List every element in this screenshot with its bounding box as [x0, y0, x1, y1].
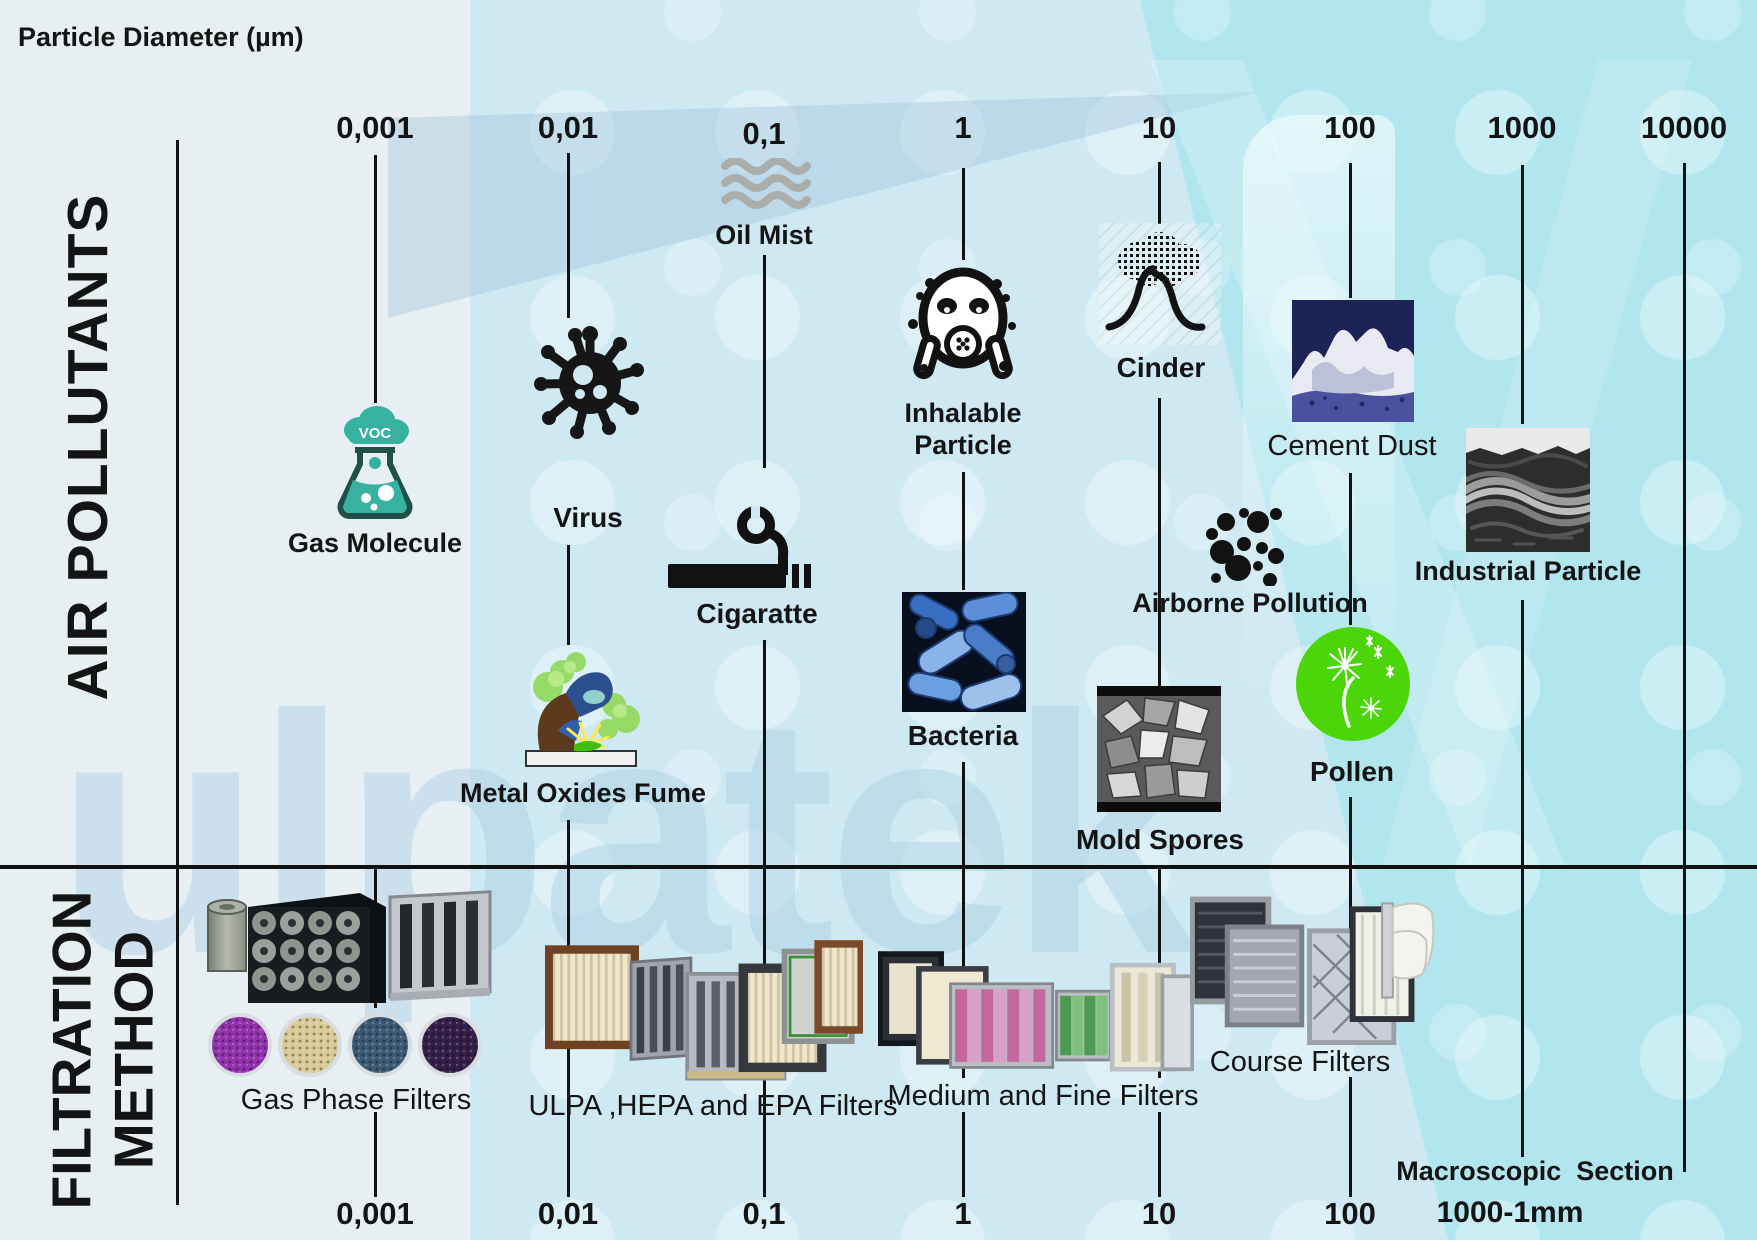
tick-line-10	[1158, 1112, 1161, 1197]
oil-mist-icon	[721, 158, 811, 209]
tick-line-1000	[1521, 165, 1524, 424]
label-gas-phase-filters: Gas Phase Filters	[240, 1084, 472, 1116]
tick-line-10	[1158, 162, 1161, 224]
tick-line-100	[1349, 163, 1352, 298]
course-filters-image	[1190, 896, 1435, 1046]
label-course-filters: Course Filters	[1209, 1046, 1391, 1078]
label-macroscopic-range: 1000-1mm	[1436, 1196, 1584, 1229]
tick-line-0001	[374, 1112, 377, 1197]
tick-line-001	[567, 545, 570, 645]
cigarette-icon	[668, 506, 811, 588]
axis-tick-bottom: 1	[954, 1196, 972, 1231]
tick-line-01	[763, 640, 766, 1197]
voc-flask-icon: VOC	[337, 406, 413, 519]
label-oil-mist: Oil Mist	[715, 220, 813, 250]
label-industrial-particle: Industrial Particle	[1414, 556, 1642, 586]
axis-tick-top: 1	[954, 110, 972, 145]
label-metal-oxides-fume: Metal Oxides Fume	[459, 778, 707, 808]
axis-tick-top: 0,1	[742, 116, 786, 151]
axis-tick-top: 10000	[1640, 110, 1728, 145]
tick-line-1000	[1521, 600, 1524, 1157]
cement-dust-photo	[1292, 300, 1414, 422]
tick-line-100	[1349, 1077, 1352, 1197]
axis-tick-top: 10	[1141, 110, 1177, 145]
label-mold-spores: Mold Spores	[1075, 824, 1245, 855]
gas-phase-filters-image	[207, 890, 492, 1077]
label-gas-molecule: Gas Molecule	[287, 528, 463, 558]
label-cinder: Cinder	[1116, 352, 1206, 383]
pollen-dandelion-icon	[1296, 627, 1410, 741]
axis-tick-bottom: 0,1	[742, 1196, 786, 1231]
label-medium-fine-filters: Medium and Fine Filters	[887, 1080, 1199, 1112]
page-title: Particle Diameter (µm)	[18, 22, 304, 52]
airborne-pollution-dots-icon	[1206, 508, 1284, 586]
tick-line-1	[962, 168, 965, 260]
axis-boundary-line	[176, 140, 179, 1205]
label-inhalable-particle: Particle	[914, 430, 1012, 460]
virus-icon	[534, 326, 644, 439]
label-airborne-pollution: Airborne Pollution	[1132, 588, 1368, 618]
tick-line-10	[1158, 398, 1161, 686]
tick-line-0001	[374, 155, 377, 403]
section-title-filtration-method: FILTRATION METHOD	[40, 890, 164, 1210]
label-virus: Virus	[553, 502, 623, 533]
label-inhalable: Inhalable	[904, 398, 1022, 428]
bacteria-photo	[902, 592, 1026, 712]
welder-fume-illustration	[525, 652, 640, 767]
tick-line-100	[1349, 473, 1352, 625]
axis-tick-top: 1000	[1487, 110, 1557, 145]
tick-line-1	[962, 472, 965, 590]
tick-line-1	[962, 1112, 965, 1197]
label-macroscopic-section: Macroscopic Section	[1396, 1156, 1674, 1186]
axis-tick-top: 0,001	[336, 110, 414, 145]
filtration-line1: FILTRATION	[40, 890, 103, 1210]
label-cigarette: Cigaratte	[696, 598, 818, 629]
axis-tick-top: 0,01	[537, 110, 599, 145]
label-bacteria: Bacteria	[907, 720, 1019, 751]
medium-fine-filters-image	[878, 951, 1194, 1072]
tick-line-1	[962, 762, 965, 1078]
industrial-particle-photo	[1466, 428, 1590, 552]
section-title-air-pollutants: AIR POLLUTANTS	[56, 193, 120, 701]
tick-line-10000	[1683, 163, 1686, 1172]
tick-line-01	[763, 255, 766, 468]
tick-line-001	[567, 153, 570, 318]
mold-spores-photo	[1097, 686, 1221, 812]
label-ulpa-hepa-epa-filters: ULPA ,HEPA and EPA Filters	[528, 1090, 898, 1122]
axis-tick-bottom: 0,001	[336, 1196, 414, 1231]
label-cement-dust: Cement Dust	[1267, 430, 1437, 462]
label-pollen: Pollen	[1309, 756, 1395, 787]
ulpa-hepa-epa-filters-image	[545, 940, 863, 1081]
filtration-line2: METHOD	[102, 930, 164, 1170]
axis-tick-bottom: 100	[1324, 1196, 1376, 1231]
axis-tick-bottom: 0,01	[537, 1196, 599, 1231]
gas-mask-face-icon	[908, 267, 1016, 380]
section-divider-line	[0, 865, 1757, 869]
volcano-cinder-icon	[1099, 223, 1221, 345]
axis-tick-top: 100	[1324, 110, 1376, 145]
svg-text:VOC: VOC	[359, 425, 392, 442]
axis-tick-bottom: 10	[1141, 1196, 1177, 1231]
